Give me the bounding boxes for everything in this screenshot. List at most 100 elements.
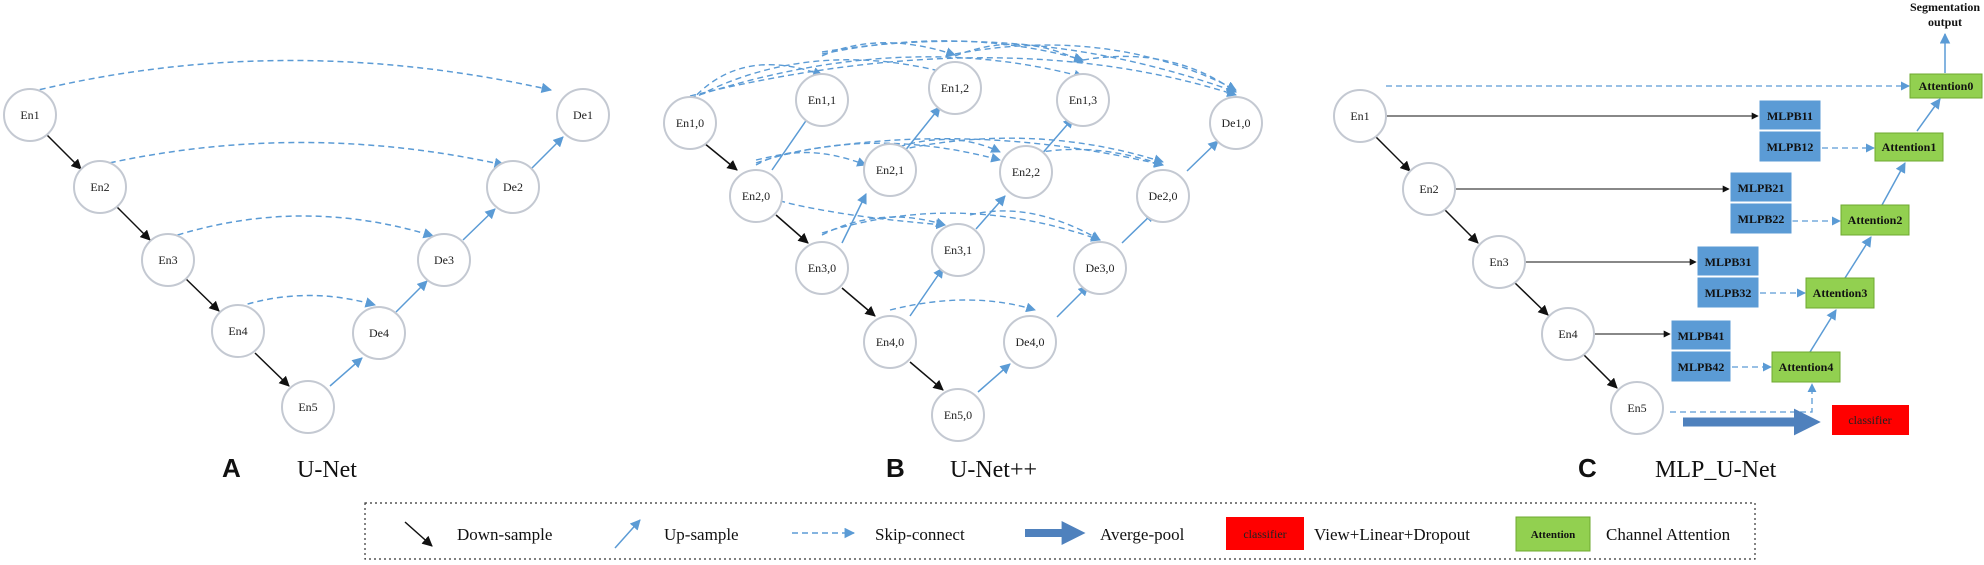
skip-en30-en31: [821, 216, 946, 236]
svg-text:En1: En1: [20, 108, 39, 122]
down-en2-en3: [115, 205, 151, 241]
segmentation-output-line1: Segmentation: [1910, 0, 1980, 14]
attention-block-4: Attention4: [1771, 351, 1841, 383]
node-de1: De1: [556, 88, 610, 142]
legend-avg-pool-label: Averge-pool: [1100, 525, 1185, 544]
up-de20-de10: [1186, 140, 1219, 172]
mlp-block-1: MLPB11 MLPB12: [1758, 99, 1822, 163]
up-en30-en21: [841, 193, 867, 244]
skip-en10-de10: [689, 57, 1237, 98]
svg-text:De1: De1: [573, 108, 593, 122]
panel-c: En1 En2 En3 En4 En5 MLPB11 MLPB12 MLPB21…: [1333, 0, 1983, 483]
svg-text:En2,1: En2,1: [876, 163, 904, 177]
svg-text:De2: De2: [503, 180, 523, 194]
panel-a-title: U-Net: [297, 457, 357, 483]
panel-b-up-samples: [771, 106, 1219, 393]
classifier-label: classifier: [1848, 413, 1891, 427]
node-en20: En2,0: [729, 169, 783, 223]
attention0-label: Attention0: [1919, 79, 1974, 93]
svg-text:En3: En3: [158, 253, 177, 267]
panel-a-letter: A: [222, 453, 241, 483]
panel-b-down-samples: [703, 142, 944, 391]
node-de3: De3: [417, 233, 471, 287]
svg-text:En3,0: En3,0: [808, 261, 836, 275]
svg-text:De4: De4: [369, 326, 389, 340]
panel-b-skip-connections: [689, 40, 1237, 313]
mlp-block-4: MLPB41 MLPB42: [1670, 319, 1732, 383]
svg-text:En5,0: En5,0: [944, 408, 972, 422]
mlpb12-label: MLPB12: [1767, 140, 1814, 154]
svg-text:De3,0: De3,0: [1086, 261, 1115, 275]
legend-classifier-swatch: [1226, 517, 1304, 550]
mlp-block-3: MLPB31 MLPB32: [1696, 245, 1760, 309]
panel-c-title: MLP_U-Net: [1655, 457, 1777, 483]
node-de20: De2,0: [1136, 169, 1190, 223]
panel-a-skip-connections: [29, 59, 553, 308]
legend-up-sample-label: Up-sample: [664, 525, 739, 544]
attention-block-3: Attention3: [1805, 277, 1875, 309]
up-de2-de1: [530, 136, 564, 170]
node-en30: En3,0: [795, 241, 849, 295]
node-c-en5: En5: [1610, 381, 1664, 435]
node-en3: En3: [141, 233, 195, 287]
up-attention2-attention1: [1881, 162, 1906, 206]
up-en31-en22: [975, 195, 1006, 230]
down-en30-en40: [841, 287, 876, 317]
up-en5-de4: [329, 357, 363, 387]
panel-a: En1 En2 En3 En4 En5 De4 De3 De2 De1 A U-…: [3, 59, 610, 483]
down-en4-en5: [254, 352, 290, 387]
mlpb32-label: MLPB32: [1705, 286, 1752, 300]
up-en21-en12: [903, 106, 941, 153]
node-en5: En5: [281, 380, 335, 434]
up-attention4-attention3: [1809, 309, 1837, 353]
svg-text:De4,0: De4,0: [1016, 335, 1045, 349]
svg-text:En1,3: En1,3: [1069, 93, 1097, 107]
down-en3-en4: [1513, 281, 1549, 316]
down-en3-en4: [183, 276, 220, 312]
skip-en2-de2: [99, 141, 506, 169]
skip-en13-de10: [1082, 55, 1237, 93]
skip-en10-en12: [689, 59, 956, 101]
skip-en5-attention4: [1670, 383, 1817, 413]
down-en1-en2: [45, 133, 82, 170]
down-en1-en2: [1374, 135, 1411, 172]
node-de4: De4: [352, 306, 406, 360]
node-en4: En4: [211, 304, 265, 358]
legend-classifier-desc: View+Linear+Dropout: [1314, 525, 1470, 544]
node-en31: En3,1: [931, 223, 985, 277]
node-en10: En1,0: [663, 96, 717, 150]
node-c-en1: En1: [1333, 89, 1387, 143]
skip-en12-en13: [954, 43, 1084, 63]
node-en13: En1,3: [1056, 73, 1110, 127]
skip-en3-de3: [167, 215, 435, 239]
legend-attention-swatch-text: Attention: [1531, 529, 1576, 541]
up-attention3-attention2: [1844, 236, 1872, 279]
legend-down-sample-label: Down-sample: [457, 525, 552, 544]
panel-b-letter: B: [886, 453, 905, 483]
svg-text:De1,0: De1,0: [1222, 116, 1251, 130]
panel-a-down-samples: [45, 133, 290, 387]
skip-en21-en22: [889, 138, 1001, 153]
down-en4-en5: [1582, 353, 1618, 389]
mlpb21-label: MLPB21: [1738, 181, 1785, 195]
down-en20-en30: [775, 214, 809, 244]
up-attention1-attention0: [1916, 98, 1941, 132]
mlpb41-label: MLPB41: [1678, 329, 1725, 343]
legend-skip-connect-label: Skip-connect: [875, 525, 965, 544]
node-en21: En2,1: [863, 143, 917, 197]
svg-text:De2,0: De2,0: [1149, 189, 1178, 203]
node-en2: En2: [73, 160, 127, 214]
skip-en20-en22: [755, 142, 1001, 164]
legend-attention-desc: Channel Attention: [1606, 525, 1731, 544]
legend-down-sample-icon: [404, 521, 433, 547]
svg-text:En1,2: En1,2: [941, 81, 969, 95]
panel-b-title: U-Net++: [950, 457, 1037, 483]
up-en50-de40: [977, 363, 1011, 393]
classifier-block: classifier: [1832, 405, 1909, 435]
skip-en10-en11: [689, 64, 823, 103]
up-de3-de2: [462, 208, 496, 241]
svg-text:En1,1: En1,1: [808, 93, 836, 107]
mlpb22-label: MLPB22: [1738, 212, 1785, 226]
legend-up-sample-icon: [614, 519, 641, 549]
node-c-en4: En4: [1541, 307, 1595, 361]
